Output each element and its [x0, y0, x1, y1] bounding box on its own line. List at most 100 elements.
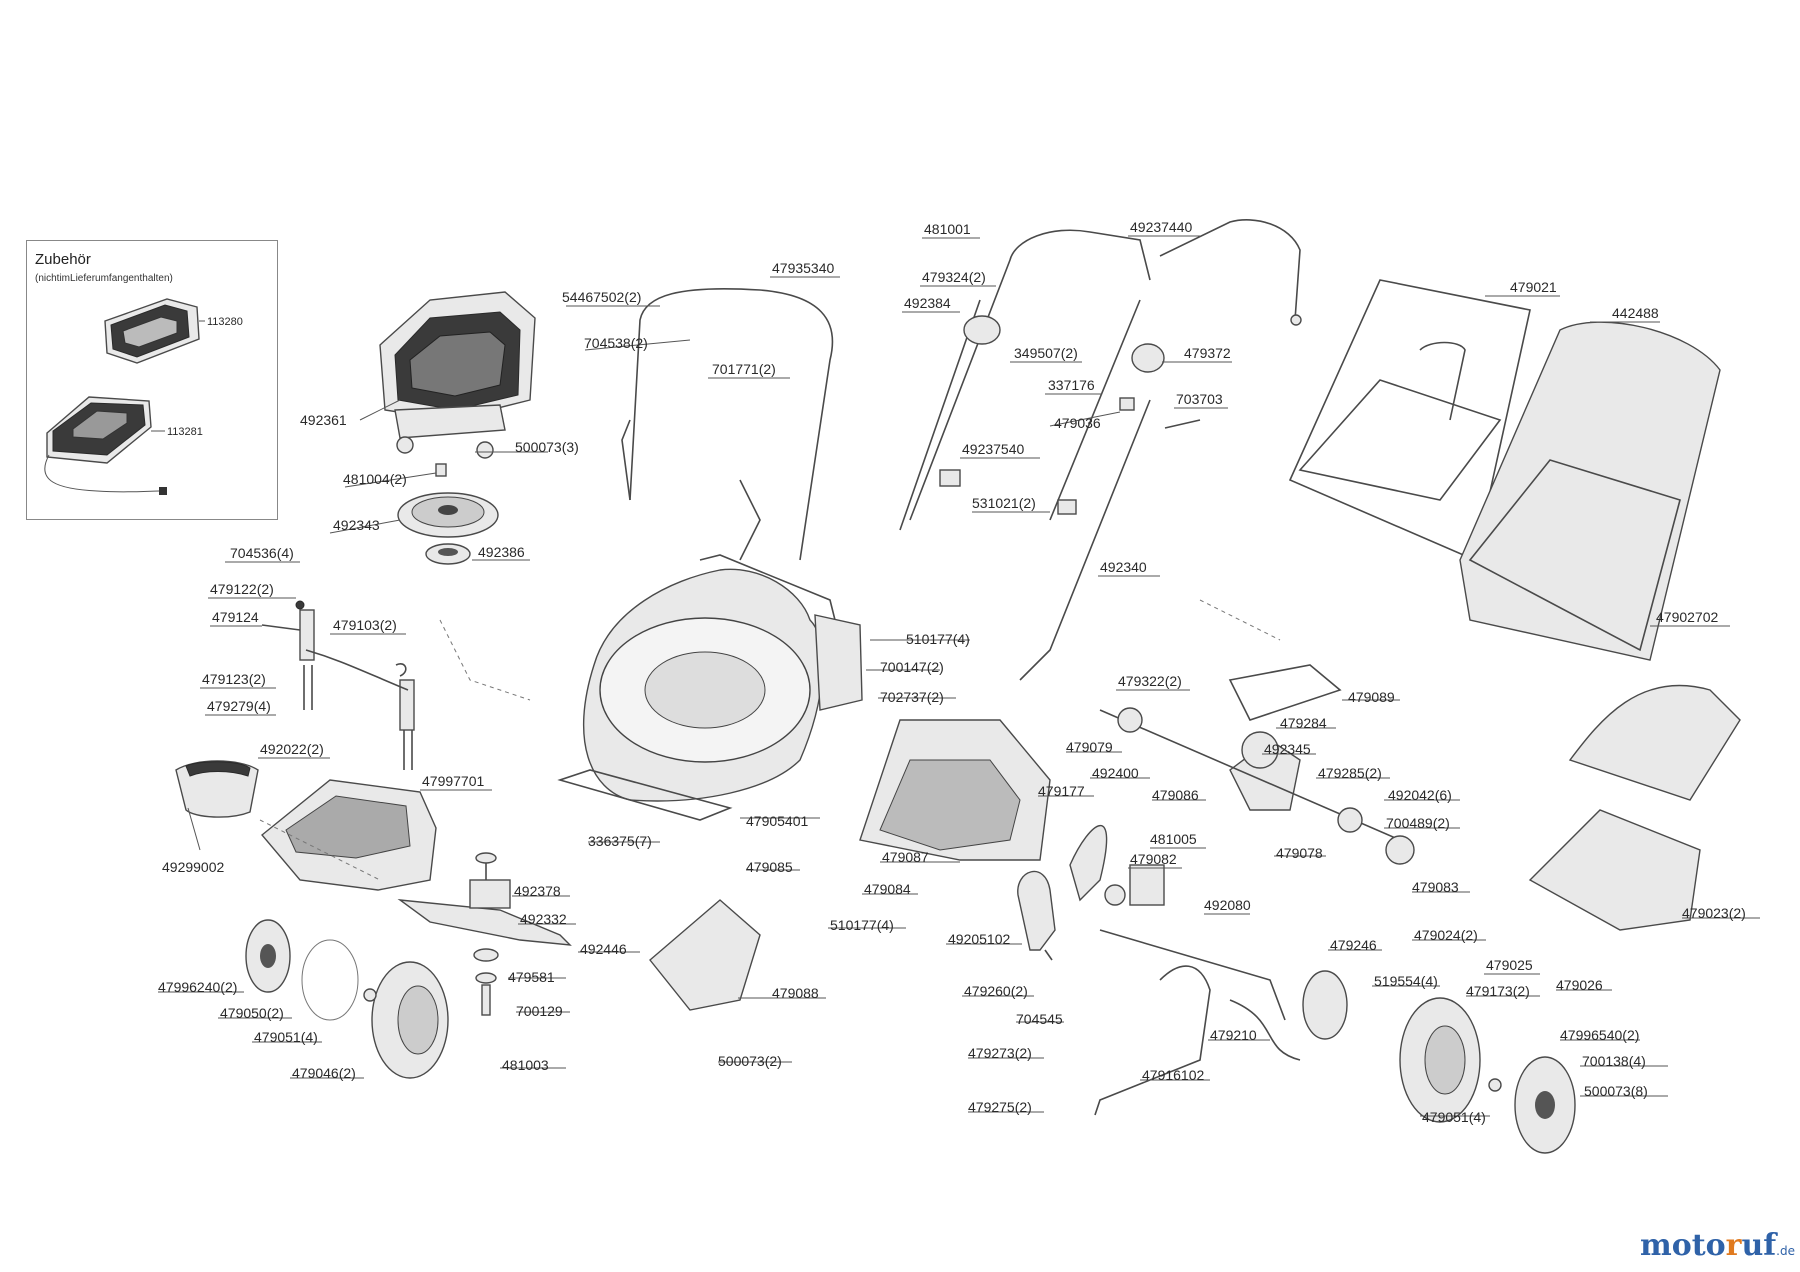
- part-label: 49237440: [1130, 219, 1193, 235]
- part-label: 479123(2): [202, 671, 266, 687]
- part-label: 479322(2): [1118, 673, 1182, 689]
- part-label: 47996240(2): [158, 979, 237, 995]
- accessory-drawings: 113280 113281: [44, 298, 243, 495]
- front-wheel: [363, 961, 449, 1079]
- part-label: 47935340: [772, 260, 835, 276]
- part-label: 479279(4): [207, 698, 271, 714]
- guide-line: [439, 619, 531, 701]
- mower-deck: [557, 554, 863, 821]
- part-label: 349507(2): [1014, 345, 1078, 361]
- part-label: 492378: [514, 883, 561, 899]
- part-label: 479275(2): [968, 1099, 1032, 1115]
- rear-height-bar: [1094, 965, 1211, 1116]
- part-label: 479024(2): [1414, 927, 1478, 943]
- part-label: 700147(2): [880, 659, 944, 675]
- part-label: 492343: [333, 517, 380, 533]
- drive-belt: [1228, 664, 1342, 721]
- part-label: 700489(2): [1386, 815, 1450, 831]
- part-label: 479324(2): [922, 269, 986, 285]
- part-label: 492384: [904, 295, 951, 311]
- part-label: 479036: [1054, 415, 1101, 431]
- accessory-part-113280: 113280: [207, 316, 243, 328]
- part-label: 479079: [1066, 739, 1113, 755]
- battery-icon: [104, 298, 205, 364]
- part-label: 479581: [508, 969, 555, 985]
- part-label: 49237540: [962, 441, 1025, 457]
- part-label: 47905401: [746, 813, 809, 829]
- part-label: 49205102: [948, 931, 1011, 947]
- part-label: 481003: [502, 1057, 549, 1073]
- part-label: 47996540(2): [1560, 1027, 1639, 1043]
- catcher-lid: [1528, 684, 1741, 931]
- guide-line: [1199, 599, 1281, 641]
- part-label: 49299002: [162, 859, 225, 875]
- part-label: 479086: [1152, 787, 1199, 803]
- gearbox: [1099, 707, 1415, 865]
- part-label: 479023(2): [1682, 905, 1746, 921]
- part-label: 479083: [1412, 879, 1459, 895]
- part-label: 519554(4): [1374, 973, 1438, 989]
- part-label: 479089: [1348, 689, 1395, 705]
- part-label: 479260(2): [964, 983, 1028, 999]
- part-label: 500073(8): [1584, 1083, 1648, 1099]
- front-cover: [175, 760, 259, 818]
- accessory-box: Zubehör (nichtimLieferumfangenthalten) 1…: [26, 240, 278, 520]
- handle-knobs: [939, 315, 1165, 515]
- part-label: 510177(4): [906, 631, 970, 647]
- part-label: 492400: [1092, 765, 1139, 781]
- height-lever: [1017, 870, 1056, 961]
- part-label: 479210: [1210, 1027, 1257, 1043]
- front-hubcap: [245, 919, 291, 993]
- part-label: 479124: [212, 609, 259, 625]
- part-label: 479103(2): [333, 617, 397, 633]
- part-label: 479177: [1038, 783, 1085, 799]
- part-label: 442488: [1612, 305, 1659, 321]
- part-label: 479273(2): [968, 1045, 1032, 1061]
- part-labels: 492361 500073(3) 481004(2) 492343 492386…: [158, 219, 1760, 1125]
- part-label: 479085: [746, 859, 793, 875]
- part-label: 500073(3): [515, 439, 579, 455]
- part-label: 47997701: [422, 773, 485, 789]
- part-label: 479026: [1556, 977, 1603, 993]
- part-label: 702737(2): [880, 689, 944, 705]
- part-label: 700138(4): [1582, 1053, 1646, 1069]
- part-label: 479078: [1276, 845, 1323, 861]
- part-label: 492386: [478, 544, 525, 560]
- part-label: 510177(4): [830, 917, 894, 933]
- part-label: 479051(4): [1422, 1109, 1486, 1125]
- part-label: 479285(2): [1318, 765, 1382, 781]
- cable: [1019, 399, 1201, 681]
- part-label: 481004(2): [343, 471, 407, 487]
- part-label: 54467502(2): [562, 289, 641, 305]
- catcher-bag: [1459, 321, 1721, 661]
- motor-housing: [379, 291, 536, 459]
- part-label: 337176: [1048, 377, 1095, 393]
- accessory-title: Zubehör: [35, 251, 91, 268]
- part-label: 492080: [1204, 897, 1251, 913]
- part-label: 479246: [1330, 937, 1377, 953]
- accessory-subtitle: (nichtimLieferumfangenthalten): [35, 273, 173, 284]
- motoruf-logo[interactable]: motoruf.de: [1640, 1228, 1795, 1263]
- mulch-insert: [649, 899, 761, 1011]
- part-label: 479021: [1510, 279, 1557, 295]
- part-label: 47902702: [1656, 609, 1719, 625]
- part-label: 492446: [580, 941, 627, 957]
- part-label: 47916102: [1142, 1067, 1205, 1083]
- part-label: 479082: [1130, 851, 1177, 867]
- rear-hubcap: [1302, 970, 1348, 1040]
- part-label: 704545: [1016, 1011, 1063, 1027]
- front-deflector: [261, 779, 437, 891]
- part-label: 479284: [1280, 715, 1327, 731]
- lower-handle: [621, 287, 834, 561]
- part-label: 701771(2): [712, 361, 776, 377]
- part-label: 479372: [1184, 345, 1231, 361]
- part-label: 492340: [1100, 559, 1147, 575]
- rear-axle-cover: [1069, 825, 1165, 906]
- part-label: 531021(2): [972, 495, 1036, 511]
- height-adjust-linkage: [261, 600, 415, 770]
- guide-line: [259, 819, 381, 881]
- rear-wheel-hubcap: [1514, 1056, 1576, 1154]
- part-label: 479046(2): [292, 1065, 356, 1081]
- part-label: 700129: [516, 1003, 563, 1019]
- charger-icon: [44, 396, 167, 495]
